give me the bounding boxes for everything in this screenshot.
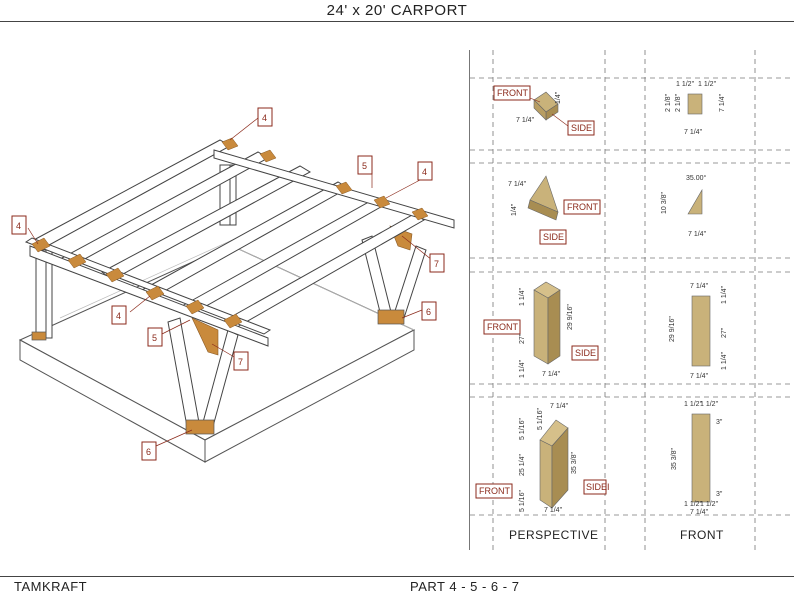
svg-text:7 1/4": 7 1/4" (688, 231, 707, 238)
svg-text:FRONT: FRONT (487, 322, 518, 332)
svg-text:7 1/4": 7 1/4" (542, 371, 561, 378)
svg-text:2 1/8": 2 1/8" (665, 93, 672, 112)
front-legs (167, 235, 427, 433)
callout-6b: 6 (141, 441, 157, 461)
svg-text:4: 4 (116, 311, 121, 321)
svg-text:SIDE: SIDE (575, 348, 596, 358)
column-heading-front: FRONT (680, 528, 724, 542)
page-title: 24' x 20' CARPORT (326, 2, 468, 19)
svg-text:25 1/4": 25 1/4" (519, 454, 526, 476)
post-brackets (31, 309, 405, 435)
svg-text:35 3/8": 35 3/8" (571, 452, 578, 474)
svg-text:1 1/2": 1 1/2" (684, 501, 703, 508)
svg-text:5: 5 (362, 161, 367, 171)
part7-perspective: FRONT SIDEI 7 1/4" 5 1/16" 5 1/16" 25 1/… (475, 403, 610, 514)
svg-text:35 3/8": 35 3/8" (671, 448, 678, 470)
svg-text:1 1/2": 1 1/2" (698, 81, 717, 88)
svg-text:FRONT: FRONT (479, 486, 510, 496)
leader-lines (27, 117, 433, 447)
svg-text:7: 7 (434, 259, 439, 269)
svg-text:1 1/2": 1 1/2" (700, 501, 719, 508)
callout-4c: 4 (417, 161, 433, 181)
svg-text:7: 7 (238, 357, 243, 367)
svg-text:7 1/4": 7 1/4" (544, 507, 563, 514)
svg-text:5 1/16": 5 1/16" (519, 490, 526, 512)
callout-7a: 7 (429, 253, 445, 273)
svg-text:7 1/4": 7 1/4" (508, 181, 527, 188)
svg-text:7 1/4": 7 1/4" (719, 93, 726, 112)
brand-name: TAMKRAFT (14, 579, 88, 594)
callout-7b: 7 (233, 351, 249, 371)
svg-text:7 1/4": 7 1/4" (516, 117, 535, 124)
svg-text:7 1/4": 7 1/4" (550, 403, 569, 410)
column-heading-perspective: PERSPECTIVE (509, 528, 599, 542)
part-numbers: PART 4 - 5 - 6 - 7 (410, 579, 520, 594)
svg-text:SIDE: SIDE (571, 123, 592, 133)
svg-text:SIDEI: SIDEI (586, 482, 610, 492)
svg-text:5: 5 (152, 333, 157, 343)
svg-text:6: 6 (146, 447, 151, 457)
svg-text:4: 4 (16, 221, 21, 231)
svg-text:2 1/8": 2 1/8" (675, 93, 682, 112)
svg-text:27": 27" (721, 327, 728, 338)
svg-text:1 1/4": 1 1/4" (721, 351, 728, 370)
svg-text:1/4": 1/4" (511, 203, 518, 216)
parts-detail-grid: FRONT SIDE 1/4" 7 1/4" 1 1/2" 1 1/2" 2 1… (470, 50, 794, 550)
part5-perspective: FRONT SIDE 7 1/4" 1/4" (508, 175, 601, 245)
svg-text:7 1/4": 7 1/4" (684, 129, 703, 136)
svg-text:27": 27" (519, 333, 526, 344)
svg-text:3": 3" (716, 419, 723, 426)
part6-perspective: FRONT SIDE 1 1/4" 27" 29 9/16" 1 1/4" 7 … (483, 281, 599, 378)
svg-text:7 1/4": 7 1/4" (690, 283, 709, 290)
header-divider (0, 21, 794, 22)
part4-front: 1 1/2" 1 1/2" 2 1/8" 2 1/8" 7 1/4" 7 1/4… (665, 81, 726, 136)
svg-text:1 1/2": 1 1/2" (684, 401, 703, 408)
part7-front: 1 1/2" 1 1/2" 3" 35 3/8" 3" 1 1/2" 1 1/2… (671, 401, 723, 516)
joints (31, 137, 429, 329)
part6-front: 7 1/4" 1 1/4" 29 9/16" 27" 1 1/4" 7 1/4" (669, 283, 728, 380)
svg-text:1 1/2": 1 1/2" (700, 401, 719, 408)
svg-text:5 1/16": 5 1/16" (537, 408, 544, 430)
svg-text:29 9/16": 29 9/16" (669, 316, 676, 342)
svg-text:35.00°: 35.00° (686, 174, 707, 182)
footer-divider (0, 576, 794, 577)
svg-text:FRONT: FRONT (567, 202, 598, 212)
svg-text:6: 6 (426, 307, 431, 317)
svg-text:3": 3" (716, 491, 723, 498)
svg-text:1 1/4": 1 1/4" (519, 287, 526, 306)
svg-text:4: 4 (262, 113, 267, 123)
svg-text:FRONT: FRONT (497, 88, 528, 98)
svg-text:10 3/8": 10 3/8" (661, 192, 668, 214)
svg-text:7 1/4": 7 1/4" (690, 373, 709, 380)
svg-text:5 1/16": 5 1/16" (519, 418, 526, 440)
callout-5a: 5 (357, 155, 373, 175)
svg-text:1 1/4": 1 1/4" (519, 359, 526, 378)
callout-4d: 4 (111, 305, 127, 325)
svg-text:4: 4 (422, 167, 427, 177)
part5-front: 35.00° 10 3/8" 7 1/4" (661, 174, 707, 238)
svg-text:7 1/4": 7 1/4" (690, 509, 709, 516)
callout-4a: 4 (257, 107, 273, 127)
svg-text:1/4": 1/4" (555, 91, 562, 104)
callout-4b: 4 (11, 215, 27, 235)
part4-perspective: FRONT SIDE 1/4" 7 1/4" (493, 85, 595, 136)
svg-text:1 1/2": 1 1/2" (676, 81, 695, 88)
carport-isometric-drawing: 4 4 4 4 5 5 7 7 6 6 (11, 107, 455, 463)
svg-text:SIDE: SIDE (543, 232, 564, 242)
panel-divider (469, 50, 470, 550)
svg-text:1 1/4": 1 1/4" (721, 285, 728, 304)
callout-5b: 5 (147, 327, 163, 347)
callout-6a: 6 (421, 301, 437, 321)
svg-text:29 9/16": 29 9/16" (567, 304, 574, 330)
